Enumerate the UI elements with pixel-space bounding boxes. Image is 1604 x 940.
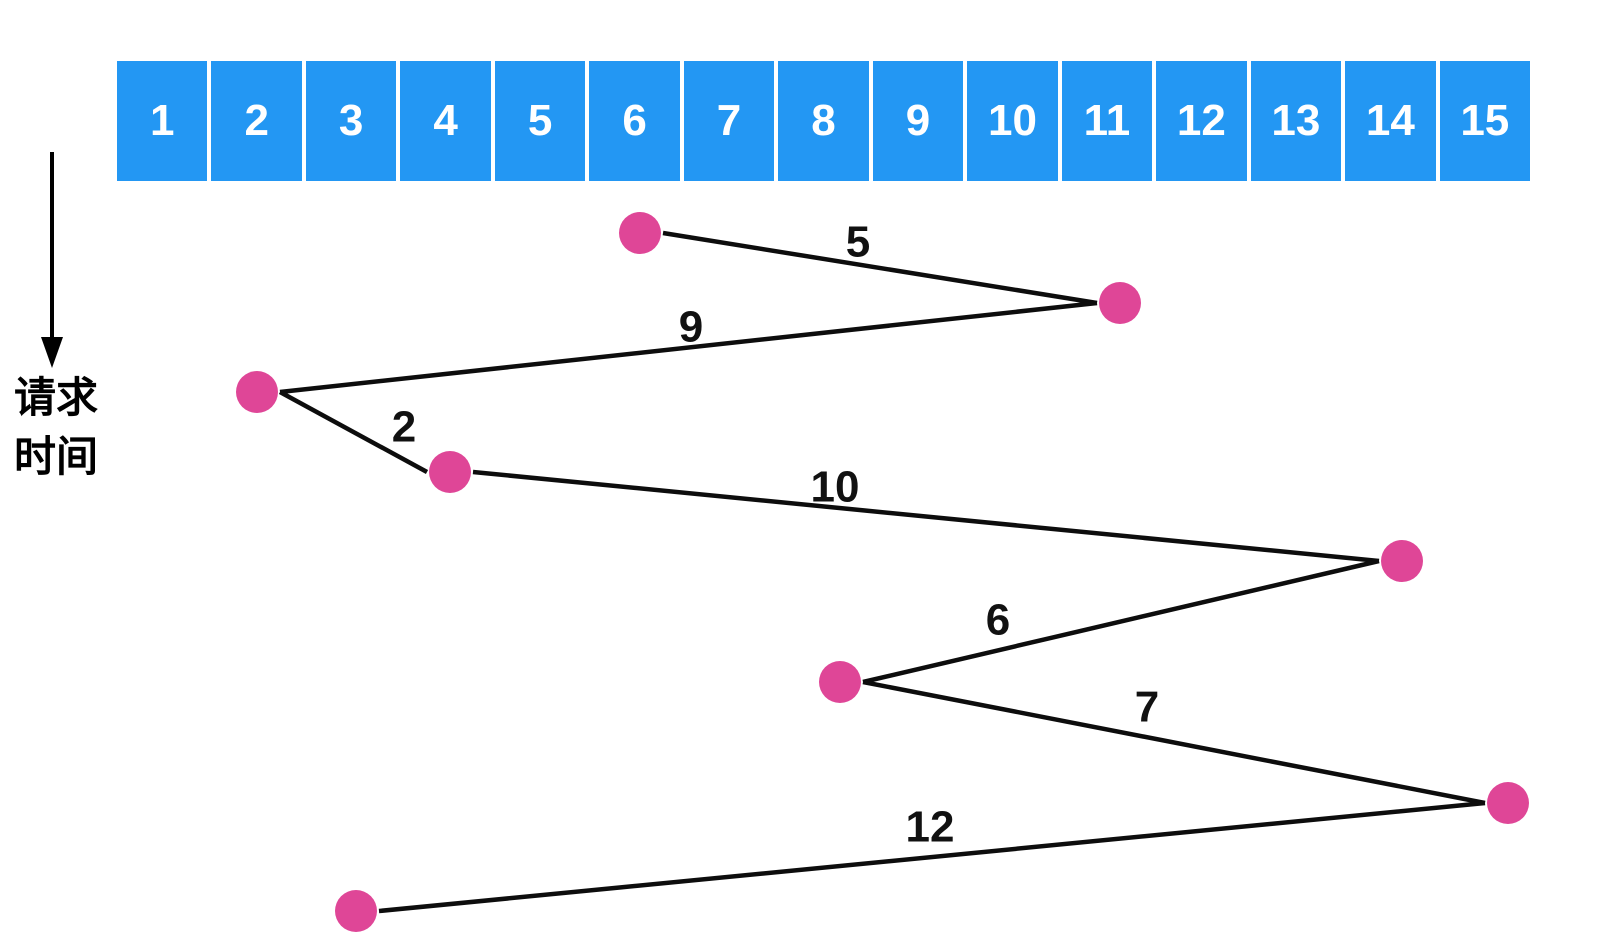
seek-line: [862, 679, 1486, 806]
time-axis-label-line2: 时间: [13, 433, 98, 480]
request-dot: [1381, 540, 1423, 582]
time-axis-arrow: [41, 152, 63, 368]
request-dot: [429, 451, 471, 493]
seek-distance-label: 7: [1135, 683, 1159, 732]
time-axis-label: 请求 时间: [6, 368, 106, 486]
seek-distance-label: 5: [846, 218, 870, 267]
seek-distance-label: 6: [986, 596, 1010, 645]
seek-distance-label: 9: [679, 303, 703, 352]
seek-line: [662, 230, 1098, 306]
track-block: 8: [778, 61, 869, 181]
track-block: 14: [1345, 61, 1436, 181]
track-block: 10: [967, 61, 1058, 181]
track-block: 2: [211, 61, 302, 181]
track-block: 1: [117, 61, 208, 181]
request-dot: [1099, 282, 1141, 324]
track-block: 9: [872, 61, 964, 181]
request-dot: [1487, 782, 1529, 824]
track-block: 7: [683, 61, 775, 181]
seek-line: [378, 800, 1486, 914]
seek-distance-label: 2: [392, 403, 416, 452]
seek-line: [279, 300, 1098, 395]
track-block: 12: [1156, 61, 1247, 181]
track-block: 6: [589, 61, 680, 181]
request-dot: [819, 661, 861, 703]
seek-distance-labels: 5 9 2 10 6 7 12: [392, 218, 1159, 852]
seek-lines: [278, 230, 1486, 914]
track-block: 13: [1250, 61, 1342, 181]
seek-distance-label: 12: [906, 803, 955, 852]
request-dot: [335, 890, 377, 932]
request-dots: [236, 212, 1529, 932]
track-block: 5: [494, 61, 586, 181]
seek-line: [278, 390, 429, 474]
seek-line: [472, 469, 1380, 564]
request-dot: [619, 212, 661, 254]
track-block: 11: [1061, 61, 1153, 181]
seek-distance-label: 10: [811, 463, 860, 512]
track-block: 4: [400, 61, 491, 181]
seek-line: [862, 558, 1380, 685]
track-block: 3: [305, 61, 397, 181]
request-dot: [236, 371, 278, 413]
time-axis-label-line1: 请求: [13, 374, 98, 421]
track-block: 15: [1439, 61, 1531, 181]
